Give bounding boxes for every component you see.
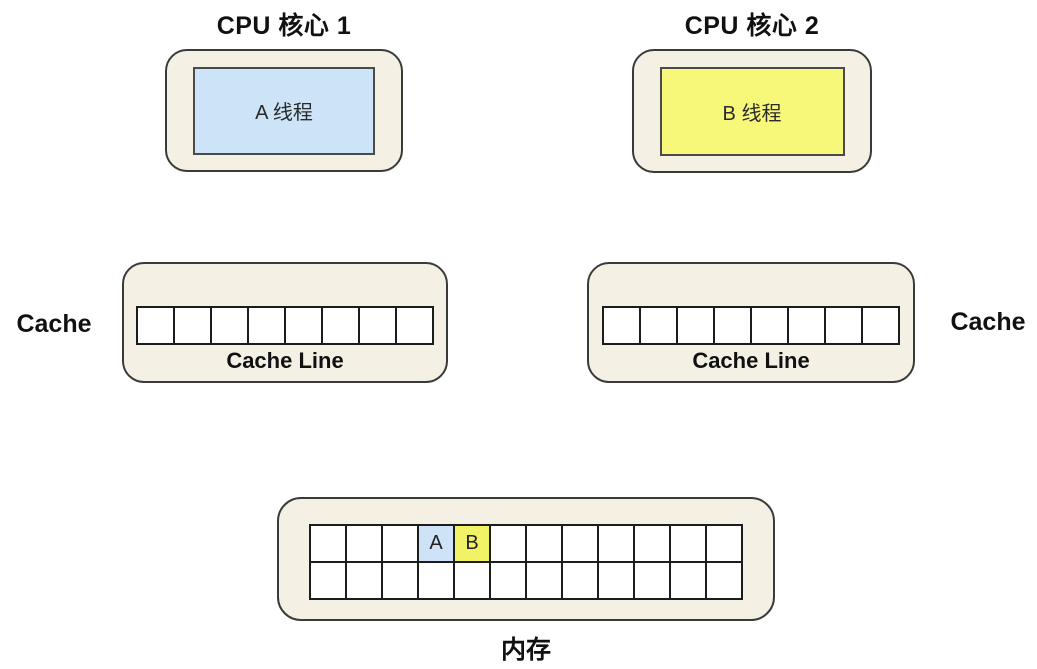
cache-cell [713,306,752,345]
memory-cell-a: A [417,524,455,563]
memory-cell [345,561,383,600]
memory-cell [489,524,527,563]
cache-cell [210,306,249,345]
memory-cell-b: B [453,524,491,563]
cache-cell [639,306,678,345]
cache-left-line-label: Cache Line [226,348,344,373]
memory-label: 内存 [500,636,551,664]
memory-cell [525,524,563,563]
cache-cell [247,306,286,345]
memory-cell [669,561,707,600]
cache-cell [824,306,863,345]
cache-cell [750,306,789,345]
cache-cell [284,306,323,345]
memory-cell [597,561,635,600]
cache-right-line-label: Cache Line [692,348,810,373]
memory-cell [453,561,491,600]
cache-cell [136,306,175,345]
cache-cell [787,306,826,345]
cpu-core-1-title: CPU 核心 1 [216,12,352,40]
cache-right-cells [602,306,900,345]
memory-cell [669,524,707,563]
memory-row [309,561,743,600]
memory-cell [381,561,419,600]
cache-cell [321,306,360,345]
thread-a-rect: A 线程 [193,66,375,155]
cache-cell [602,306,641,345]
cpu-core-2-box: B 线程 [632,49,872,173]
cache-cell [395,306,434,345]
cpu-core-2-title: CPU 核心 2 [684,12,820,40]
memory-cell [381,524,419,563]
memory-cell [417,561,455,600]
cache-right-box: Cache Line [587,262,915,383]
memory-cell [561,561,599,600]
cache-left-cells [136,306,434,345]
cache-cell [173,306,212,345]
cpu-core-1-box: A 线程 [165,49,403,172]
memory-cell [309,524,347,563]
memory-cell [597,524,635,563]
memory-cell [489,561,527,600]
cache-left-box: Cache Line [122,262,448,383]
cache-left-label: Cache [16,310,92,338]
cache-cell [861,306,900,345]
memory-cell [309,561,347,600]
memory-cell [561,524,599,563]
memory-cell [633,524,671,563]
cache-right-label: Cache [950,308,1026,336]
memory-cell [345,524,383,563]
cache-cell [676,306,715,345]
thread-b-rect: B 线程 [659,66,845,156]
memory-cell [705,524,743,563]
cache-cell [358,306,397,345]
memory-cell [633,561,671,600]
memory-cell [705,561,743,600]
memory-cell [525,561,563,600]
